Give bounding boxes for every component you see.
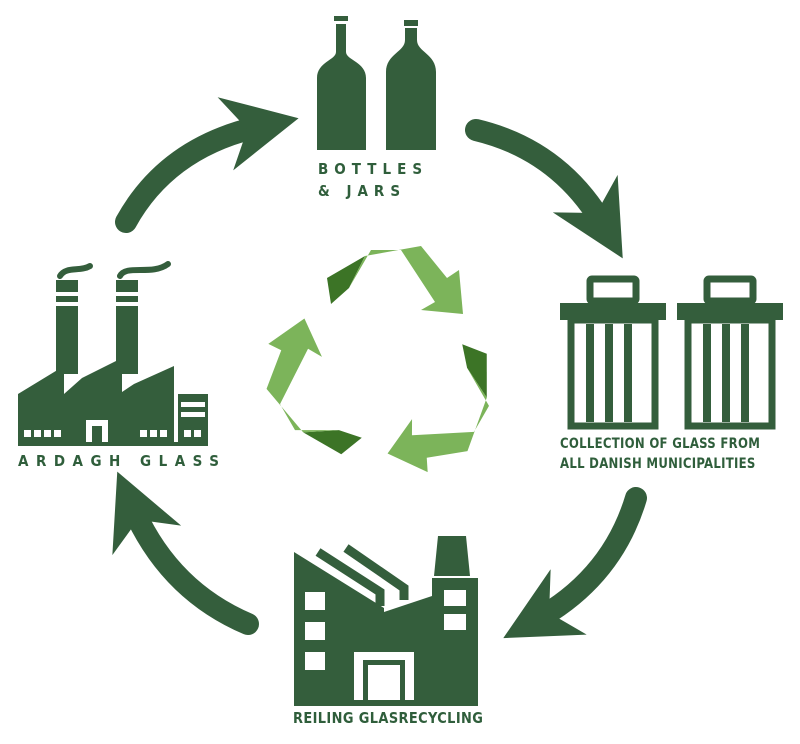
glass-bottles-icon	[317, 16, 436, 150]
collection-label: COLLECTION OF GLASS FROM ALL DANISH MUNI…	[560, 434, 760, 474]
reiling-glasrecycling-label: REILING GLASRECYCLING	[293, 709, 484, 727]
ardagh-glass-label: ARDAGH GLASS	[18, 452, 227, 470]
recycle-symbol-icon	[266, 246, 489, 473]
recycle-segment-right	[387, 344, 489, 473]
arrow-factory-to-bottles	[115, 97, 299, 233]
arrow-collection-to-recycler	[503, 487, 647, 639]
collection-label-line1: COLLECTION OF GLASS FROM	[560, 436, 761, 452]
collection-label-line2: ALL DANISH MUNICIPALITIES	[560, 456, 756, 472]
bottles-label-line1: BOTTLES	[318, 160, 429, 178]
glass-factory-icon	[18, 261, 208, 446]
cycle-arrows	[112, 97, 647, 639]
arrow-recycler-to-factory	[112, 471, 259, 635]
trash-bin-right-icon	[677, 275, 783, 430]
recycling-plant-icon	[294, 536, 478, 706]
recycle-segment-top	[327, 246, 463, 314]
bottles-label-line2: & JARS	[318, 182, 407, 200]
arrow-bottles-to-collection	[465, 119, 623, 259]
trash-bins-icon	[560, 275, 783, 430]
recycle-segment-left	[266, 318, 362, 455]
trash-bin-left-icon	[560, 275, 666, 430]
bottles-jars-label: BOTTLES & JARS	[318, 158, 428, 202]
